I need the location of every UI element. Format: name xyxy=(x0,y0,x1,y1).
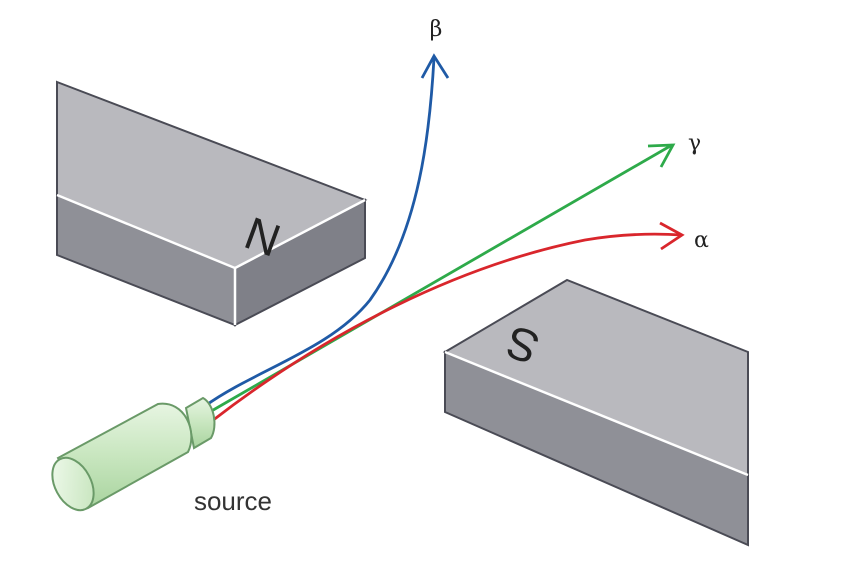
south-magnet: S xyxy=(442,278,749,547)
source-nozzle xyxy=(184,396,216,450)
alpha-arrowhead xyxy=(659,221,685,251)
radiation-source: source xyxy=(51,396,272,516)
source-end-cap xyxy=(51,456,95,512)
alpha-label: α xyxy=(694,228,709,253)
gamma-label: γ xyxy=(688,131,701,156)
north-magnet: N xyxy=(56,80,368,327)
source-label: source xyxy=(194,486,272,516)
alpha-ray xyxy=(211,232,683,423)
beta-arrowhead xyxy=(420,53,450,79)
gamma-arrowhead xyxy=(647,143,676,168)
radiation-rays: β γ α xyxy=(204,17,709,423)
beta-label: β xyxy=(430,17,443,42)
beta-ray xyxy=(204,57,436,408)
